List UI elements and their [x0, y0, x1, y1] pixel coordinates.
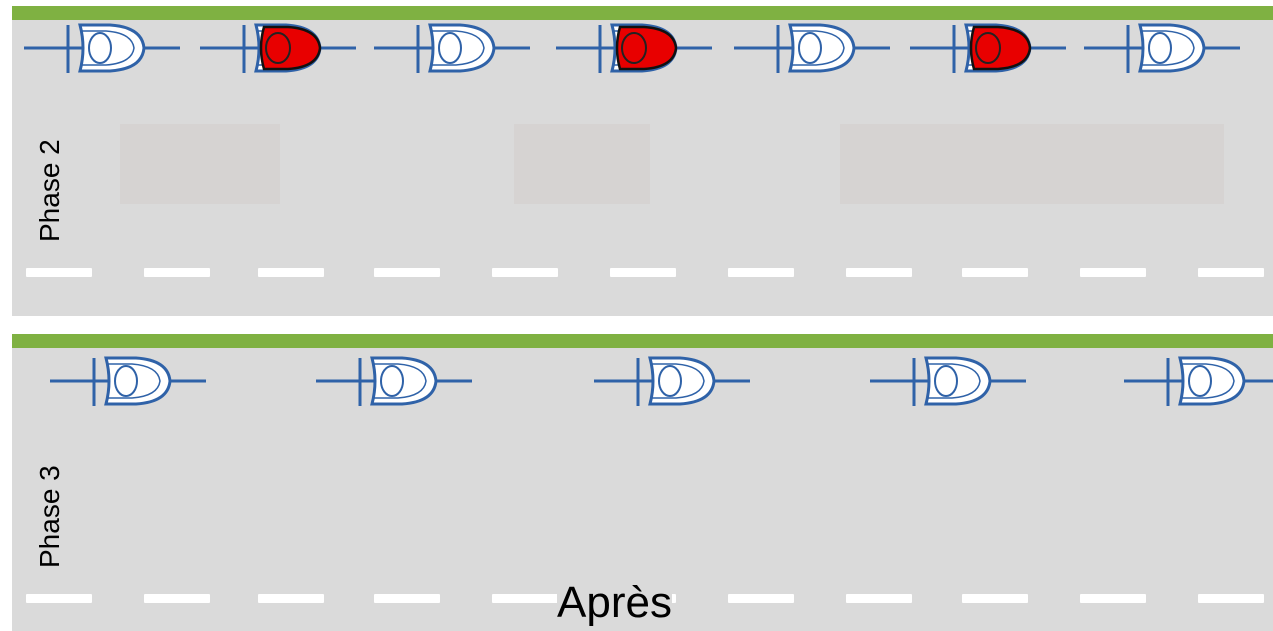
road-patch — [120, 124, 280, 204]
lane-dash — [728, 268, 794, 277]
logic-gate-icon — [910, 23, 1066, 73]
logic-gate-icon — [556, 23, 712, 73]
grass-strip — [12, 6, 1273, 20]
road-patch — [514, 124, 650, 204]
vehicle — [592, 346, 752, 416]
lane-dash — [1198, 594, 1264, 603]
phase-label: Phase 2 — [34, 139, 65, 242]
logic-gate-icon — [374, 23, 530, 73]
lane-dash — [26, 594, 92, 603]
lane-dash — [144, 594, 210, 603]
logic-gate-icon — [870, 356, 1026, 406]
logic-gate-icon — [734, 23, 890, 73]
lane-dash — [26, 268, 92, 277]
lane-dash — [610, 268, 676, 277]
lane-dash — [846, 594, 912, 603]
lane-dash — [1080, 594, 1146, 603]
vehicle — [1122, 346, 1273, 416]
logic-gate-icon — [594, 356, 750, 406]
road — [12, 20, 1273, 316]
logic-gate-icon — [50, 356, 206, 406]
lane-dash — [492, 268, 558, 277]
vehicle — [48, 346, 208, 416]
lane-dash — [962, 594, 1028, 603]
vehicle — [732, 13, 892, 83]
lane-dash — [258, 268, 324, 277]
lane-dash — [492, 594, 558, 603]
lane-dash — [1198, 268, 1264, 277]
lane-dash — [258, 594, 324, 603]
lane-dash — [962, 268, 1028, 277]
vehicle — [372, 13, 532, 83]
vehicle-highlighted — [554, 13, 714, 83]
lane-dash — [846, 268, 912, 277]
vehicle — [1082, 13, 1242, 83]
lane-dash — [1080, 268, 1146, 277]
grass-strip — [12, 334, 1273, 348]
vehicle-highlighted — [908, 13, 1068, 83]
vehicle — [868, 346, 1028, 416]
road-patch — [840, 124, 1224, 204]
lane-dash — [374, 268, 440, 277]
caption: Après — [557, 578, 672, 628]
logic-gate-icon — [24, 23, 180, 73]
vehicle-highlighted — [198, 13, 358, 83]
lane-dash — [728, 594, 794, 603]
vehicle — [22, 13, 182, 83]
logic-gate-icon — [200, 23, 356, 73]
logic-gate-icon — [316, 356, 472, 406]
lane-dash — [374, 594, 440, 603]
phase-label: Phase 3 — [34, 465, 65, 568]
vehicle — [314, 346, 474, 416]
logic-gate-icon — [1124, 356, 1273, 406]
lane-dash — [144, 268, 210, 277]
phase-2-panel: Phase 2 — [12, 6, 1273, 316]
logic-gate-icon — [1084, 23, 1240, 73]
